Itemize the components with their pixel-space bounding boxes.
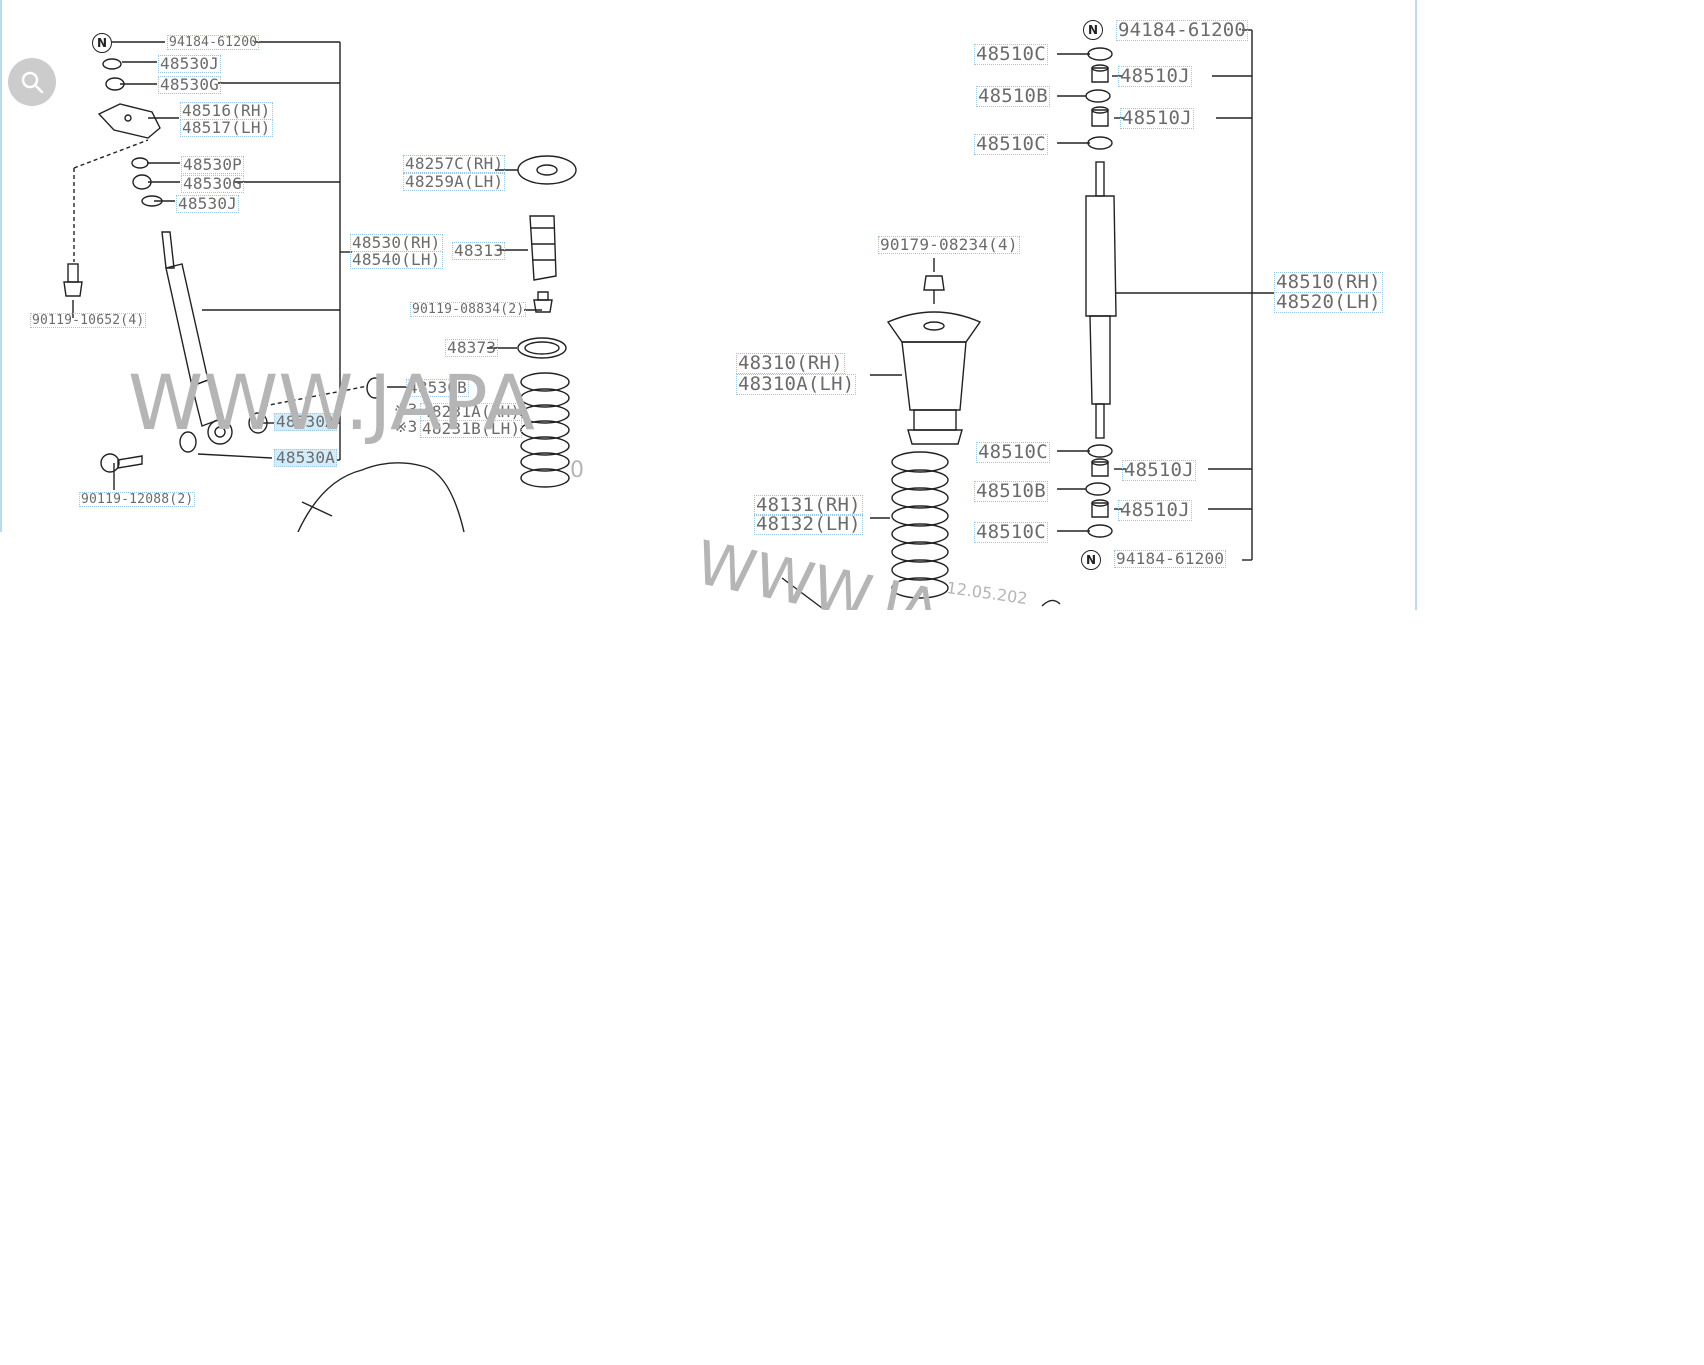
part-label-90119-08834[interactable]: 90119-08834(2) (410, 302, 527, 317)
rear-suspension-drawing (63, 41, 577, 532)
part-label-48510j-4[interactable]: 48510J (1118, 499, 1192, 521)
part-label-48510j-2[interactable]: 48510J (1120, 107, 1194, 129)
part-label-90179-08234[interactable]: 90179-08234(4) (878, 235, 1020, 254)
part-label-48510c-2[interactable]: 48510C (974, 133, 1048, 155)
part-label-48510c-3[interactable]: 48510C (976, 441, 1050, 463)
part-label-48510c[interactable]: 48510C (974, 43, 1048, 65)
part-label-90119-12088[interactable]: 90119-12088(2) (79, 492, 196, 507)
part-label-48259a-lh[interactable]: 48259A(LH) (403, 172, 506, 191)
diagram-panel-rear: N 94184-61200 48530J 48530G 48516(RH) 48… (0, 0, 585, 532)
part-label-48510b-2[interactable]: 48510B (974, 480, 1048, 502)
new-part-marker-top: N (1083, 20, 1103, 40)
magnifier-icon (21, 71, 44, 94)
part-label-48310-rh[interactable]: 48310(RH) (736, 352, 845, 374)
part-label-48131-rh[interactable]: 48131(RH) (754, 494, 863, 516)
part-label-48313[interactable]: 48313 (452, 241, 506, 260)
part-label-48540-lh[interactable]: 48540(LH) (350, 250, 443, 269)
part-label-48530a-2[interactable]: 48530A (274, 448, 337, 467)
zoom-button[interactable] (8, 58, 56, 106)
part-label-48132-lh[interactable]: 48132(LH) (754, 513, 863, 535)
front-suspension-drawing (781, 29, 1274, 609)
part-label-94184-61200[interactable]: 94184-61200 (167, 35, 260, 50)
part-label-48530a[interactable]: 48530A (274, 412, 337, 431)
part-label-48530p[interactable]: 48530P (181, 155, 244, 174)
part-label-48510j[interactable]: 48510J (1118, 65, 1192, 87)
part-label-90119-10652[interactable]: 90119-10652(4) (30, 313, 147, 328)
note-mark-2: ※3 (394, 417, 418, 436)
part-label-48510b[interactable]: 48510B (976, 85, 1050, 107)
part-label-48310a-lh[interactable]: 48310A(LH) (736, 373, 857, 395)
part-label-94184-61200-top[interactable]: 94184-61200 (1116, 19, 1249, 41)
note-mark-1: ※3 (394, 400, 418, 419)
diagram-panel-front: N N 94184-61200 48510C 48510J 48510B 485… (702, 0, 1417, 610)
part-label-48530j[interactable]: 48530J (158, 54, 221, 73)
part-label-48530j-2[interactable]: 48530J (176, 194, 239, 213)
part-label-48517-lh[interactable]: 48517(LH) (180, 118, 273, 137)
part-label-48373[interactable]: 48373 (445, 338, 499, 357)
part-label-48510-rh[interactable]: 48510(RH) (1274, 271, 1383, 293)
part-label-94184-61200-bottom[interactable]: 94184-61200 (1114, 549, 1227, 568)
part-label-48231b-lh[interactable]: 48231B(LH) (420, 419, 523, 438)
part-label-48510j-3[interactable]: 48510J (1122, 459, 1196, 481)
part-label-48530g-2[interactable]: 48530G (181, 174, 244, 193)
part-label-48530b[interactable]: 48530B (406, 378, 469, 397)
part-label-48530g[interactable]: 48530G (158, 75, 221, 94)
part-label-48257c-rh[interactable]: 48257C(RH) (403, 154, 506, 173)
new-part-marker: N (92, 33, 112, 53)
part-label-48520-lh[interactable]: 48520(LH) (1274, 291, 1383, 313)
new-part-marker-bottom: N (1081, 550, 1101, 570)
part-label-48510c-4[interactable]: 48510C (974, 521, 1048, 543)
